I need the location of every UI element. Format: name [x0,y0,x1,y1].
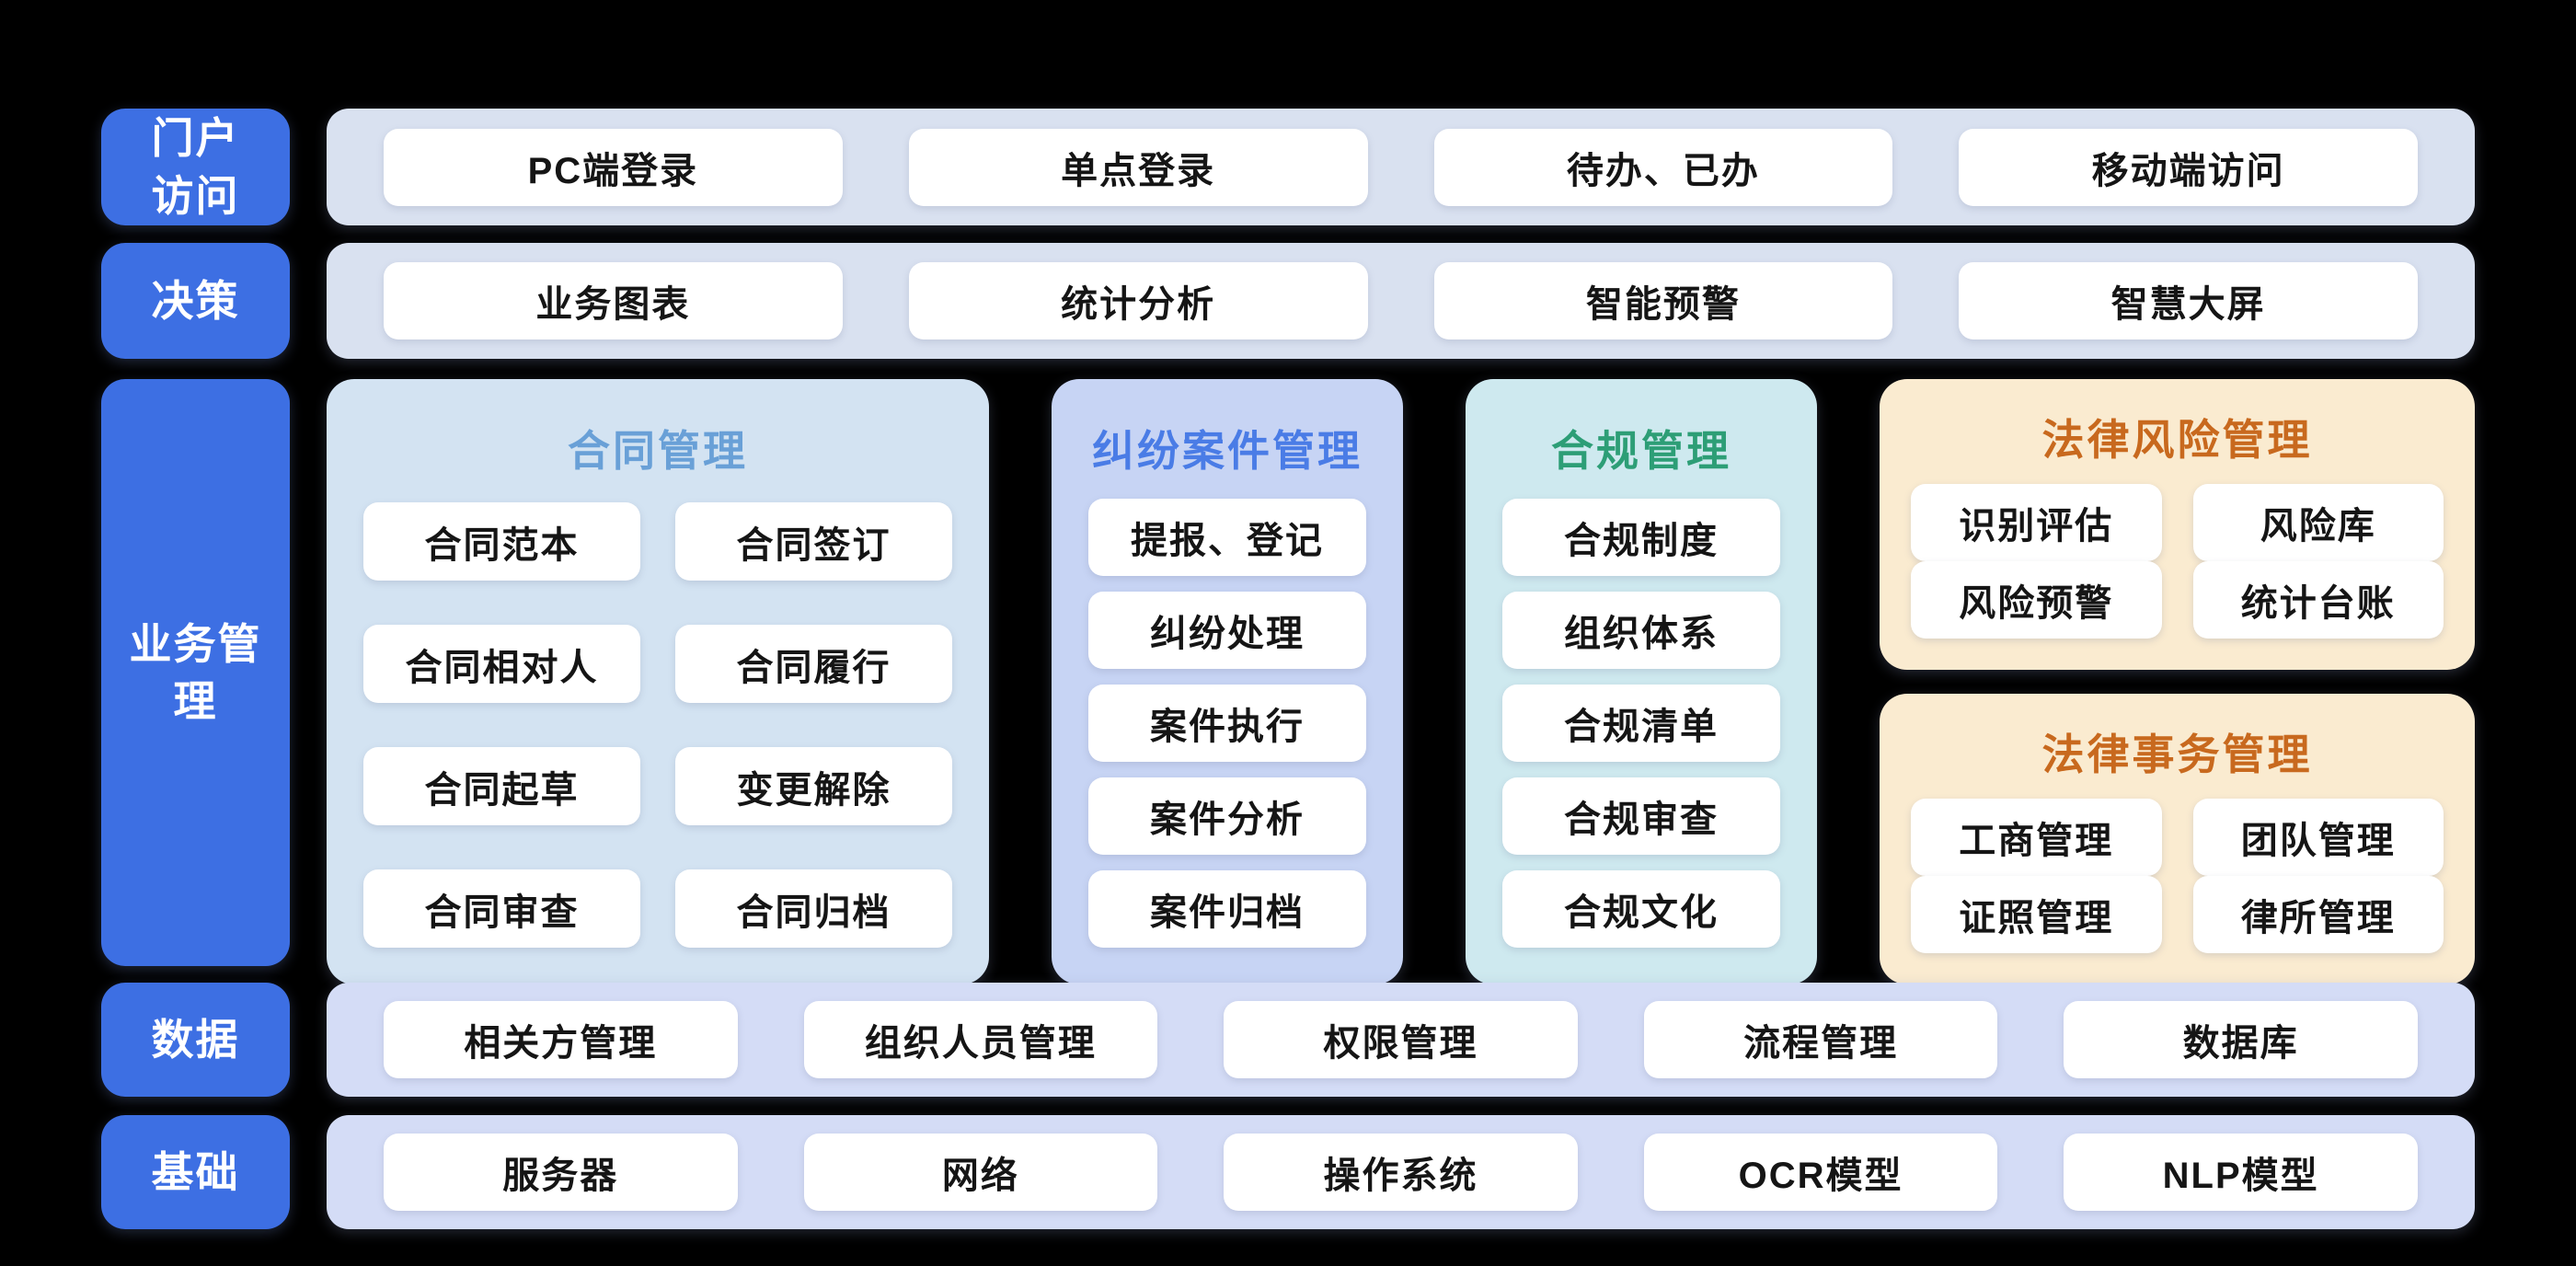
module-team-management: 团队管理 [2192,799,2444,876]
module-sso-login: 单点登录 [908,128,1368,206]
module-server: 服务器 [384,1134,738,1211]
module-risk-warning: 风险预警 [1911,561,2162,639]
band-infrastructure: 服务器 网络 操作系统 OCR模型 NLP模型 [327,1115,2475,1229]
contract-modules: 合同范本 合同签订 合同相对人 合同履行 合同起草 变更解除 合同审查 合同归档 [363,502,952,948]
module-business-registration: 工商管理 [1911,799,2162,876]
band-portal-access: PC端登录 单点登录 待办、已办 移动端访问 [327,109,2475,225]
module-process-management: 流程管理 [1643,1001,1998,1078]
compliance-modules: 合规制度 组织体系 合规清单 合规审查 合规文化 [1502,499,1780,948]
module-network: 网络 [803,1134,1158,1211]
module-lawfirm-management: 律所管理 [2192,876,2444,953]
row-infrastructure: 基础 服务器 网络 操作系统 OCR模型 NLP模型 [101,1115,2475,1229]
row-business-management: 业务管 理 合同管理 合同范本 合同签订 合同相对人 合同履行 合同起草 变更解… [101,379,2475,984]
module-database: 数据库 [2064,1001,2418,1078]
module-contract-review: 合同审查 [363,869,640,948]
row-label-data: 数据 [101,983,290,1097]
module-todo-done: 待办、已办 [1433,128,1893,206]
module-compliance-review: 合规审查 [1502,777,1780,855]
module-report-register: 提报、登记 [1088,499,1366,576]
panel-compliance-management: 合规管理 合规制度 组织体系 合规清单 合规审查 合规文化 [1466,379,1817,984]
module-stakeholder-management: 相关方管理 [384,1001,738,1078]
panel-title-legal-risk-management: 法律风险管理 [2041,416,2313,464]
module-business-charts: 业务图表 [384,262,843,340]
module-case-archive: 案件归档 [1088,870,1366,948]
row-decision: 决策 业务图表 统计分析 智能预警 智慧大屏 [101,243,2475,359]
panel-title-legal-affairs-management: 法律事务管理 [2041,731,2313,778]
business-panels: 合同管理 合同范本 合同签订 合同相对人 合同履行 合同起草 变更解除 合同审查… [327,379,2475,984]
module-risk-library: 风险库 [2192,484,2444,561]
panel-title-contract-management: 合同管理 [568,427,748,475]
module-org-personnel-management: 组织人员管理 [803,1001,1158,1078]
module-change-termination: 变更解除 [675,747,952,825]
dispute-modules: 提报、登记 纠纷处理 案件执行 案件分析 案件归档 [1088,499,1366,948]
risk-modules: 识别评估 风险库 风险预警 统计台账 [1911,484,2444,639]
module-intelligent-alert: 智能预警 [1433,262,1893,340]
module-permission-management: 权限管理 [1224,1001,1578,1078]
legal-panels-stack: 法律风险管理 识别评估 风险库 风险预警 统计台账 法律事务管理 工商管理 团队… [1880,379,2475,984]
module-case-analysis: 案件分析 [1088,777,1366,855]
module-contract-signing: 合同签订 [675,502,952,581]
row-label-decision: 决策 [101,243,290,359]
module-case-execution: 案件执行 [1088,685,1366,762]
module-contract-archive: 合同归档 [675,869,952,948]
module-organization-structure: 组织体系 [1502,592,1780,669]
band-data: 相关方管理 组织人员管理 权限管理 流程管理 数据库 [327,983,2475,1097]
row-data: 数据 相关方管理 组织人员管理 权限管理 流程管理 数据库 [101,983,2475,1097]
module-dispute-handling: 纠纷处理 [1088,592,1366,669]
module-risk-identification: 识别评估 [1911,484,2162,561]
module-nlp-model: NLP模型 [2064,1134,2418,1211]
row-portal-access: 门户 访问 PC端登录 单点登录 待办、已办 移动端访问 [101,109,2475,225]
module-compliance-system: 合规制度 [1502,499,1780,576]
panel-title-dispute-case-management: 纠纷案件管理 [1092,427,1363,475]
module-statistical-analysis: 统计分析 [908,262,1368,340]
module-contract-template: 合同范本 [363,502,640,581]
row-label-infrastructure: 基础 [101,1115,290,1229]
panel-contract-management: 合同管理 合同范本 合同签订 合同相对人 合同履行 合同起草 变更解除 合同审查… [327,379,989,984]
panel-dispute-case-management: 纠纷案件管理 提报、登记 纠纷处理 案件执行 案件分析 案件归档 [1052,379,1403,984]
module-contract-performance: 合同履行 [675,625,952,703]
row-label-portal-access: 门户 访问 [101,109,290,225]
module-smart-screen: 智慧大屏 [1959,262,2418,340]
module-compliance-list: 合规清单 [1502,685,1780,762]
module-contract-drafting: 合同起草 [363,747,640,825]
panel-title-compliance-management: 合规管理 [1551,427,1731,475]
module-operating-system: 操作系统 [1224,1134,1578,1211]
diagram-frame: 门户 访问 PC端登录 单点登录 待办、已办 移动端访问 决策 业务图表 统计分… [101,109,2475,1229]
module-license-management: 证照管理 [1911,876,2162,953]
panel-legal-affairs-management: 法律事务管理 工商管理 团队管理 证照管理 律所管理 [1880,694,2475,984]
row-label-business-management: 业务管 理 [101,379,290,966]
module-statistics-ledger: 统计台账 [2192,561,2444,639]
module-contract-counterparty: 合同相对人 [363,625,640,703]
panel-legal-risk-management: 法律风险管理 识别评估 风险库 风险预警 统计台账 [1880,379,2475,670]
module-pc-login: PC端登录 [384,128,843,206]
module-ocr-model: OCR模型 [1643,1134,1998,1211]
affairs-modules: 工商管理 团队管理 证照管理 律所管理 [1911,799,2444,953]
module-mobile-access: 移动端访问 [1959,128,2418,206]
module-compliance-culture: 合规文化 [1502,870,1780,948]
band-decision: 业务图表 统计分析 智能预警 智慧大屏 [327,243,2475,359]
